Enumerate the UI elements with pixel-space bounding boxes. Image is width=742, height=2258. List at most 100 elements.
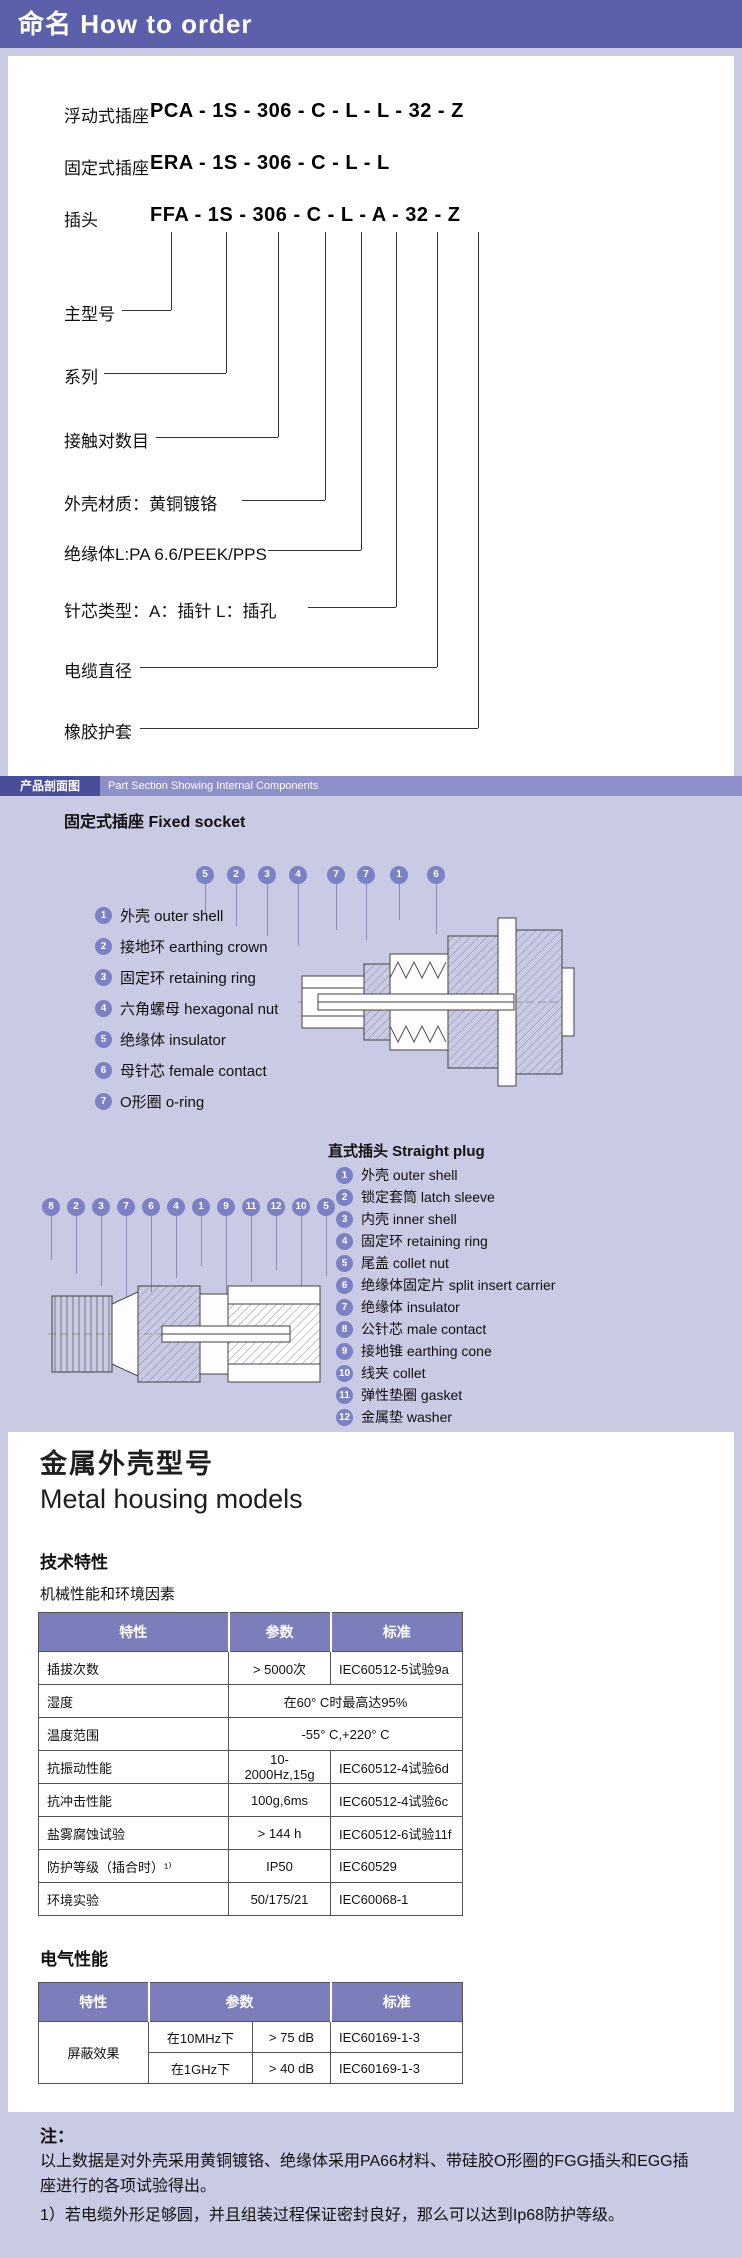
housing-title-zh: 金属外壳型号: [40, 1449, 214, 1479]
table-cell: IEC60169-1-3: [330, 2021, 463, 2053]
leader-line: [51, 1216, 52, 1260]
part-number-badge: 4: [95, 1000, 112, 1017]
connector-line: [122, 310, 171, 311]
connector-line: [361, 232, 362, 550]
connector-line: [268, 550, 361, 551]
part-name: 固定环 retaining ring: [361, 1233, 488, 1249]
table-row: 在1GHz下 > 40 dB IEC60169-1-3: [39, 2052, 463, 2084]
table-row: 抗振动性能 10-2000Hz,15g IEC60512-4试验6d: [38, 1750, 463, 1784]
table-cell: > 40 dB: [252, 2052, 331, 2084]
order-row-code: PCA - 1S - 306 - C - L - L - 32 - Z: [150, 100, 464, 122]
callout-circle: 4: [167, 1198, 185, 1216]
part-name: 尾盖 collet nut: [361, 1255, 449, 1271]
part-number-badge: 1: [95, 907, 112, 924]
leader-line: [366, 884, 367, 940]
part-item: 4 六角螺母 hexagonal nut: [95, 998, 278, 1019]
callout-circle: 12: [267, 1198, 285, 1216]
table-cell: 抗振动性能: [38, 1750, 229, 1784]
part-item: 6 母针芯 female contact: [95, 1060, 267, 1081]
leader-line: [101, 1216, 102, 1286]
table-cell: 屏蔽效果: [38, 2021, 149, 2084]
connector-line: [140, 667, 437, 668]
straight-plug-title: 直式插头 Straight plug: [328, 1143, 485, 1160]
callout-circle: 1: [192, 1198, 210, 1216]
mech-table: 特性 参数 标准 插拔次数 > 5000次 IEC60512-5试验9a 湿度 …: [38, 1612, 463, 1916]
connector-line: [140, 728, 478, 729]
table-cell: IEC60512-5试验9a: [330, 1651, 463, 1685]
callout-circle: 6: [427, 866, 445, 884]
elec-title: 电气性能: [40, 1950, 108, 1969]
table-row: 湿度 在60° C时最高达95%: [38, 1684, 463, 1718]
connector-line: [478, 232, 479, 728]
leader-line: [267, 884, 268, 936]
note-line: 以上数据是对外壳采用黄铜镀铬、绝缘体采用PA66材料、带硅胶O形圈的FGG插头和…: [40, 2153, 689, 2195]
leader-line: [126, 1216, 127, 1300]
fixed-socket-diagram: [298, 917, 575, 1087]
table-cell: 抗冲击性能: [38, 1783, 229, 1817]
part-item: 1 外壳 outer shell: [336, 1165, 457, 1185]
connector-line: [171, 232, 172, 310]
part-item: 3 固定环 retaining ring: [95, 967, 256, 988]
fixed-socket-title: 固定式插座 Fixed socket: [64, 814, 246, 831]
table-header-cell: 特性: [38, 1612, 229, 1652]
part-number-badge: 2: [336, 1188, 353, 1206]
part-item: 2 锁定套筒 latch sleeve: [336, 1187, 495, 1207]
part-item: 7 绝缘体 insulator: [336, 1297, 460, 1317]
part-name: 外壳 outer shell: [361, 1167, 458, 1183]
part-number-badge: 5: [336, 1254, 353, 1272]
legend-item: 接触对数目: [64, 432, 149, 451]
callout-circle: 3: [92, 1198, 110, 1216]
part-name: 锁定套筒 latch sleeve: [361, 1189, 495, 1205]
part-number-badge: 4: [336, 1232, 353, 1250]
how-to-order-panel: [8, 56, 734, 776]
housing-title-en: Metal housing models: [40, 1484, 303, 1514]
connector-line: [437, 232, 438, 667]
connector-line: [278, 232, 279, 437]
table-cell: 环境实验: [38, 1882, 229, 1916]
table-cell: 在1GHz下: [148, 2052, 253, 2084]
table-cell: IEC60512-6试验11f: [330, 1816, 463, 1850]
part-number-badge: 3: [336, 1210, 353, 1228]
part-number-badge: 6: [95, 1062, 112, 1079]
table-header-cell: 参数: [227, 1612, 331, 1652]
leader-line: [236, 884, 237, 926]
order-row-code: FFA - 1S - 306 - C - L - A - 32 - Z: [150, 204, 461, 226]
leader-line: [301, 1216, 302, 1296]
part-name: 公针芯 male contact: [361, 1321, 487, 1337]
table-cell: 湿度: [38, 1684, 229, 1718]
callout-circle: 7: [327, 866, 345, 884]
elec-table: 特性 参数 标准 屏蔽效果 在10MHz下 > 75 dB IEC60169-1…: [38, 1982, 463, 2084]
table-cell: 盐雾腐蚀试验: [38, 1816, 229, 1850]
part-item: 2 接地环 earthing crown: [95, 936, 268, 957]
part-name: 绝缘体固定片 split insert carrier: [361, 1277, 556, 1293]
table-header-cell: 标准: [329, 1612, 463, 1652]
part-name: 绝缘体 insulator: [120, 1032, 226, 1049]
table-row: 温度范围 -55° C,+220° C: [38, 1717, 463, 1751]
table-cell: 50/175/21: [228, 1882, 331, 1916]
table-cell: IEC60512-4试验6c: [330, 1783, 463, 1817]
straight-plug-diagram: [48, 1285, 324, 1383]
leader-line: [76, 1216, 77, 1274]
part-name: 外壳 outer shell: [120, 908, 224, 925]
table-header-cell: 标准: [329, 1982, 463, 2022]
part-item: 12 金属垫 washer: [336, 1407, 452, 1427]
part-name: 固定环 retaining ring: [120, 970, 256, 987]
table-cell: 100g,6ms: [228, 1783, 331, 1817]
part-number-badge: 5: [95, 1031, 112, 1048]
notes-label: 注：: [40, 2127, 74, 2146]
part-number-badge: 12: [336, 1408, 353, 1426]
callout-circle: 7: [357, 866, 375, 884]
part-number-badge: 8: [336, 1320, 353, 1338]
table-header-cell: 特性: [38, 1982, 149, 2022]
leader-line: [298, 884, 299, 946]
page-title: 命名 How to order: [18, 9, 253, 39]
part-name: 内壳 inner shell: [361, 1211, 457, 1227]
part-item: 9 接地锥 earthing cone: [336, 1341, 492, 1361]
callout-circle: 1: [390, 866, 408, 884]
order-row-code: ERA - 1S - 306 - C - L - L: [150, 152, 390, 174]
callout-circle: 9: [217, 1198, 235, 1216]
connector-line: [104, 373, 226, 374]
table-header-cell: 参数: [147, 1982, 331, 2022]
order-row-label: 浮动式插座: [64, 107, 149, 126]
